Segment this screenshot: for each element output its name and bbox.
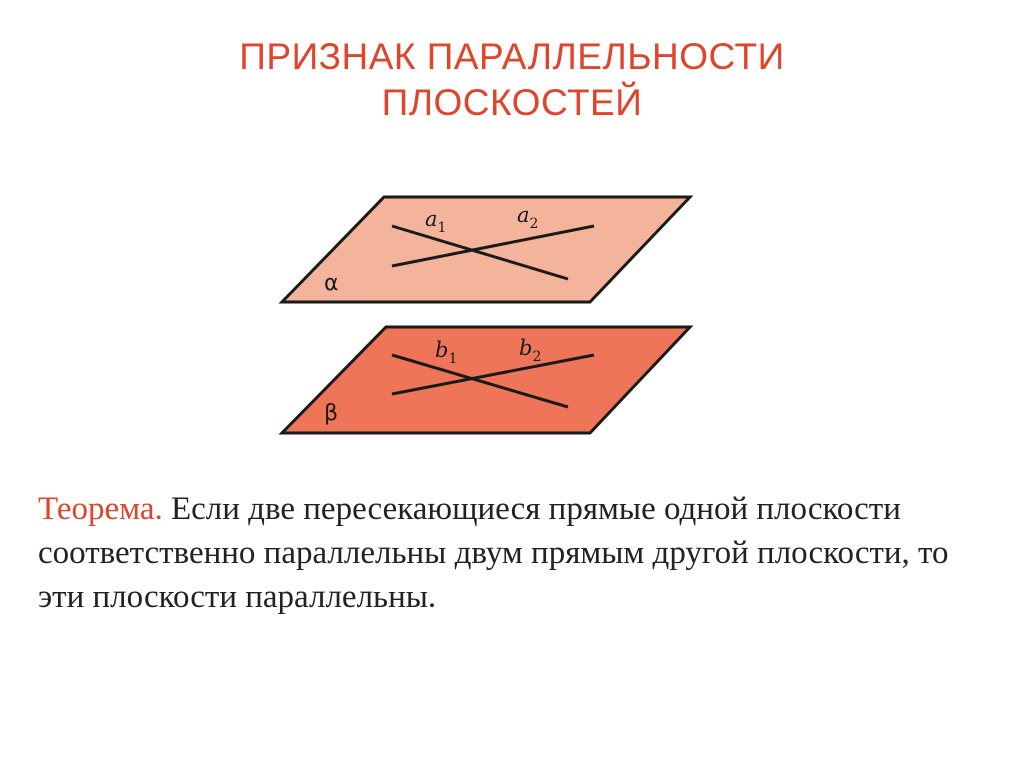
theorem-body: Если две пересекающиеся прямые одной пло… (38, 491, 949, 615)
label-beta: β (324, 401, 338, 426)
plane-alpha: a1 a2 α (278, 195, 694, 304)
line-a1 (391, 224, 569, 281)
theorem-text: Теорема. Если две пересекающиеся прямые … (38, 487, 998, 619)
line-b1 (391, 353, 569, 409)
theorem-lead: Теорема. (38, 491, 163, 527)
plane-beta-shape (278, 325, 694, 435)
label-a1: a1 (425, 207, 446, 236)
label-b2: b2 (519, 336, 541, 365)
label-a2: a2 (517, 203, 538, 232)
title-line-2: ПЛОСКОСТЕЙ (381, 82, 643, 123)
line-b2 (391, 353, 595, 396)
label-b1: b1 (435, 338, 457, 367)
plane-alpha-shape (278, 195, 694, 304)
label-alpha: α (324, 271, 339, 296)
plane-beta: b1 b2 β (278, 325, 694, 435)
title-line-1: ПРИЗНАК ПАРАЛЛЕЛЬНОСТИ (239, 36, 785, 77)
slide-title: ПРИЗНАК ПАРАЛЛЕЛЬНОСТИ ПЛОСКОСТЕЙ (0, 34, 1024, 126)
line-a2 (391, 224, 595, 268)
